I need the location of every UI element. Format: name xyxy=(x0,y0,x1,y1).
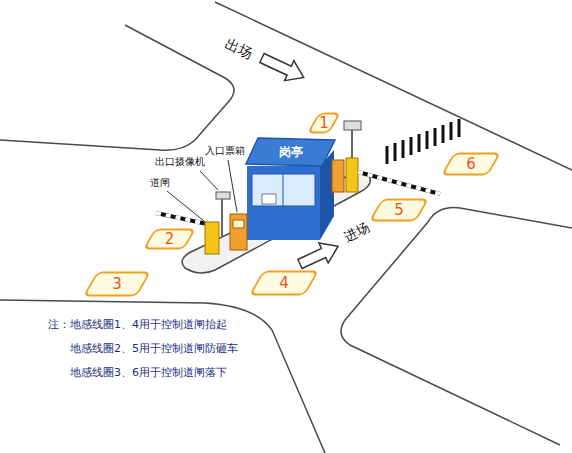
gate-arm-stripe xyxy=(156,213,207,224)
induction-loop: 3 xyxy=(82,271,152,297)
note-line: 地感线圈2、5用于控制道闸防砸车 xyxy=(70,342,238,355)
fence-bar xyxy=(458,119,461,137)
loop-shape xyxy=(370,200,427,221)
entry-camera xyxy=(344,121,361,130)
callout-number: 4 xyxy=(279,274,289,292)
callout-number: 2 xyxy=(165,230,175,248)
roof-shape xyxy=(246,138,335,166)
callout-number: 3 xyxy=(112,275,122,293)
gate-arm xyxy=(358,172,440,194)
arrow-shape xyxy=(257,48,308,87)
ticket-box xyxy=(332,160,344,192)
camera-pole xyxy=(221,198,223,236)
fence-bar xyxy=(386,146,389,164)
callout-number: 5 xyxy=(394,201,404,219)
flow-label: 出场 xyxy=(223,35,255,62)
loop-group xyxy=(308,114,339,133)
monitor xyxy=(262,194,276,204)
camera-pole xyxy=(351,130,353,160)
loop-shape xyxy=(442,154,499,175)
loop-shape xyxy=(84,273,149,296)
induction-loop: 1 xyxy=(306,112,342,134)
text-holder: 岗亭 xyxy=(246,137,336,167)
loop-group xyxy=(370,200,427,221)
callout-number: 6 xyxy=(466,155,476,173)
fence-bar xyxy=(434,128,437,146)
text-holder: 2 xyxy=(142,228,197,250)
entry-gate xyxy=(332,121,440,194)
exit-gate xyxy=(156,192,247,254)
entry-arrow xyxy=(295,236,342,274)
induction-loop: 5 xyxy=(368,198,430,222)
loop-group xyxy=(250,272,317,295)
part-label: 入口票箱 xyxy=(205,145,245,157)
callout-number: 1 xyxy=(319,114,329,132)
leaders xyxy=(167,160,237,221)
loop-group xyxy=(442,154,499,175)
text-holder: 6 xyxy=(440,152,502,176)
loop-shape xyxy=(144,230,194,249)
gate-arm-stripe xyxy=(358,172,440,194)
road-edge xyxy=(0,25,234,150)
leader-line xyxy=(200,171,218,190)
text-holder: 3 xyxy=(82,271,152,297)
part-label: 道闸 xyxy=(150,177,170,189)
ticket-slot xyxy=(233,220,244,228)
induction-loop: 4 xyxy=(248,270,320,296)
induction-loop: 6 xyxy=(440,152,502,176)
road-edge xyxy=(0,300,325,453)
fence-bar xyxy=(442,125,445,143)
exit-arrow xyxy=(257,48,308,87)
leader-line xyxy=(228,160,237,212)
arrow-shape xyxy=(295,236,342,274)
loop-shape xyxy=(250,272,317,295)
fence xyxy=(387,119,459,164)
leader-line xyxy=(167,191,204,221)
induction-loop: 2 xyxy=(142,228,197,250)
loop-group xyxy=(144,230,194,249)
loop-shape xyxy=(308,114,339,133)
flow-label: 进场 xyxy=(342,219,372,245)
gate-arm xyxy=(156,213,207,224)
road-edge xyxy=(341,208,572,445)
fence-bar xyxy=(426,131,429,149)
loop-group xyxy=(84,273,149,296)
text-holder: 5 xyxy=(368,198,430,222)
gate-post xyxy=(205,222,219,254)
note-line: 注：地感线圈1、4用于控制道闸抬起 xyxy=(48,318,227,331)
fence-bar xyxy=(402,140,405,158)
exit-camera xyxy=(216,192,230,199)
text-holder: 1 xyxy=(306,112,342,134)
fence-bar xyxy=(394,143,397,161)
fence-bar xyxy=(418,134,421,152)
ticket-box xyxy=(230,214,247,250)
part-label: 出口摄像机 xyxy=(155,156,205,168)
booth-roof: 岗亭 xyxy=(246,137,336,167)
fence-bar xyxy=(410,137,413,155)
booth-title: 岗亭 xyxy=(279,144,303,161)
fence-bar xyxy=(450,122,453,140)
booth-front xyxy=(247,166,320,240)
text-holder: 4 xyxy=(248,270,320,296)
gate-post xyxy=(346,158,358,192)
road-edge xyxy=(215,2,572,170)
booth-window xyxy=(252,174,315,206)
window-frame xyxy=(283,174,284,206)
note-line: 地感线圈3、6用于控制道闸落下 xyxy=(70,366,227,379)
